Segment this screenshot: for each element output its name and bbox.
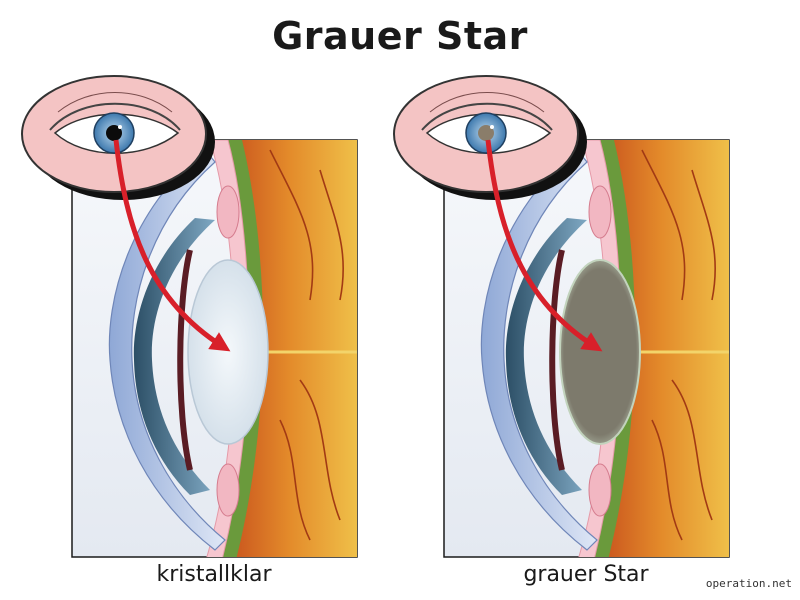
lens-clear (187, 259, 269, 445)
credit-watermark: operation.net (705, 577, 792, 590)
cornea (108, 149, 226, 551)
panel-cataract (393, 75, 730, 558)
ciliary-process-top (588, 185, 612, 239)
eye-cross-section (108, 140, 357, 557)
eye-pupil-clear (106, 125, 122, 141)
caption-clear: kristallklar (156, 562, 272, 587)
sclera-band (222, 140, 264, 557)
sclera-band (594, 140, 636, 557)
panel-clear (21, 75, 358, 558)
eye-cross-section (480, 140, 729, 557)
retina-veins (269, 149, 345, 541)
ciliary-process-bottom (216, 463, 240, 517)
caption-cataract: grauer Star (523, 562, 649, 587)
light-path-arrow (485, 139, 603, 352)
iris-edge (549, 249, 565, 471)
ciliary-process-top (216, 185, 240, 239)
eye-pupil-cloudy (478, 125, 494, 141)
page-title: Grauer Star (272, 14, 528, 58)
eye-closeup (393, 75, 587, 200)
lens-cataract (559, 259, 641, 445)
light-path-arrow (113, 139, 231, 352)
anterior-chamber (133, 218, 215, 495)
retina-veins (641, 149, 717, 541)
eye-closeup (21, 75, 215, 200)
eyelid-upper (49, 102, 181, 131)
anterior-chamber (505, 218, 587, 495)
ciliary-process-bottom (588, 463, 612, 517)
iris-edge (177, 249, 193, 471)
eyelid-upper (421, 102, 553, 131)
cornea (480, 149, 598, 551)
